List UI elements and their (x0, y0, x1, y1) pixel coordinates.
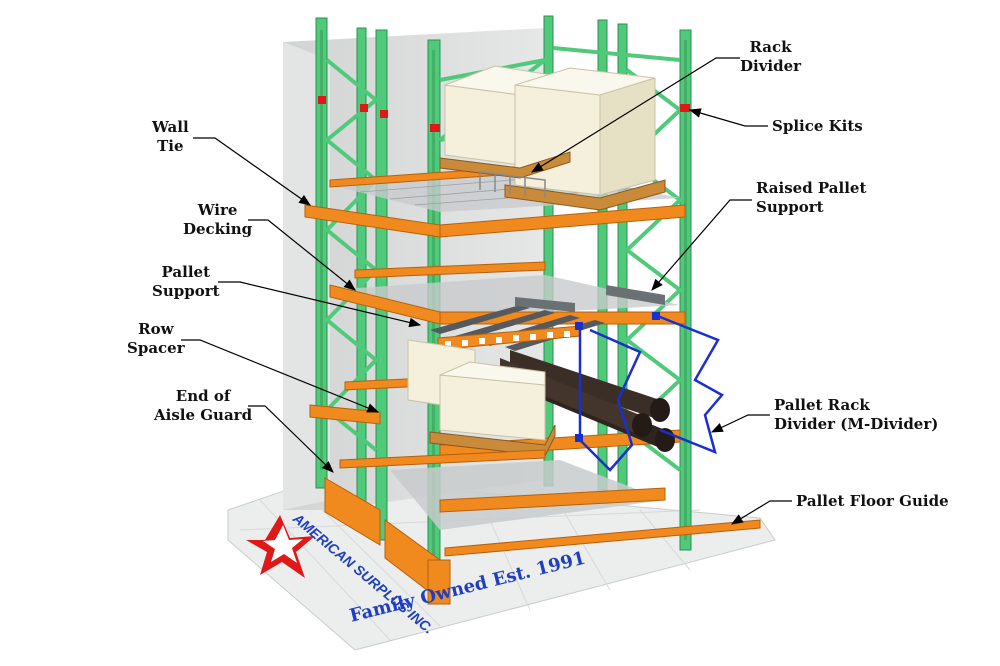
raised-pallet-support (606, 285, 665, 305)
label-splice-kits: Splice Kits (772, 117, 863, 136)
leader-floor-guide (730, 500, 792, 525)
leader-lines (181, 57, 792, 525)
label-line: Support (756, 198, 824, 216)
top-pallet-loads (439, 65, 666, 211)
label-line: Decking (183, 220, 253, 238)
leader-wall-tie (193, 137, 311, 206)
beams-bottom (339, 449, 761, 557)
label-raised-pallet-support: Raised Pallet Support (756, 179, 866, 217)
end-of-aisle-guards (324, 477, 451, 605)
leader-row-spacer (181, 339, 380, 413)
label-line: Tie (157, 137, 184, 155)
label-line: Raised Pallet (756, 179, 867, 197)
leader-pallet-support (218, 281, 422, 328)
label-line: Divider (M-Divider) (774, 415, 939, 433)
label-line: End of (175, 387, 231, 405)
label-line: Aisle Guard (154, 406, 253, 424)
label-line: Row (138, 320, 174, 338)
label-line: Pallet Floor Guide (796, 492, 949, 510)
raised-pallet-support-2 (515, 297, 575, 312)
label-line: Pallet (161, 263, 211, 281)
leader-rack-divider (530, 57, 740, 173)
label-line: Wall (152, 118, 189, 136)
label-line: Spacer (127, 339, 185, 357)
label-pallet-support: Pallet Support (152, 263, 220, 301)
label-wall-tie: Wall Tie (152, 118, 189, 156)
label-pallet-rack-divider: Pallet Rack Divider (M-Divider) (774, 396, 938, 434)
leader-end-guard (248, 405, 334, 473)
label-pallet-floor-guide: Pallet Floor Guide (796, 492, 949, 511)
leader-m-divider (710, 414, 770, 433)
leader-raised-support (651, 199, 752, 291)
m-divider-2 (654, 313, 724, 455)
label-end-of-aisle-guard: End of Aisle Guard (154, 387, 252, 425)
label-line: Splice Kits (772, 117, 863, 135)
label-row-spacer: Row Spacer (127, 320, 185, 358)
label-rack-divider: Rack Divider (740, 38, 801, 76)
splice-kits (318, 96, 690, 132)
rack-divider (479, 171, 546, 198)
lower-pallet-load (407, 339, 556, 457)
m-divider-clips (575, 312, 660, 442)
label-wire-decking: Wire Decking (183, 201, 252, 239)
leader-splice-kits (688, 108, 768, 127)
label-line: Rack (749, 38, 792, 56)
beam-strip-marks (445, 331, 570, 347)
label-line: Pallet Rack (774, 396, 870, 414)
label-line: Wire (197, 201, 238, 219)
label-line: Divider (740, 57, 802, 75)
leader-wire-decking (248, 219, 356, 291)
label-line: Support (152, 282, 220, 300)
